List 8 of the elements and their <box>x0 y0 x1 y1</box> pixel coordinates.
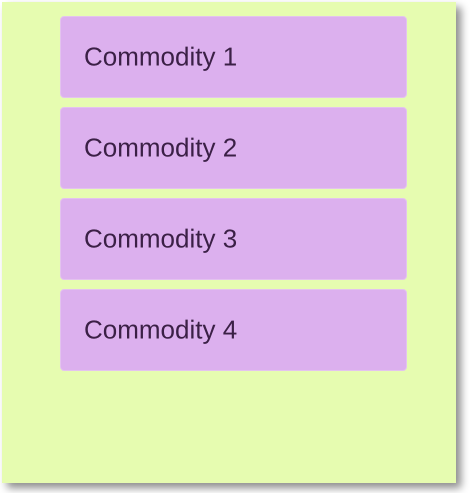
commodity-box <box>60 289 407 371</box>
box-label: Commodity 2 <box>84 132 238 164</box>
commodity-box <box>60 198 407 280</box>
box-label: Commodity 4 <box>84 314 238 346</box>
commodity-box <box>60 107 407 189</box>
commodity-box <box>60 16 407 98</box>
box-label: Commodity 1 <box>84 42 238 72</box>
box-label: Commodity 3 <box>84 224 238 254</box>
